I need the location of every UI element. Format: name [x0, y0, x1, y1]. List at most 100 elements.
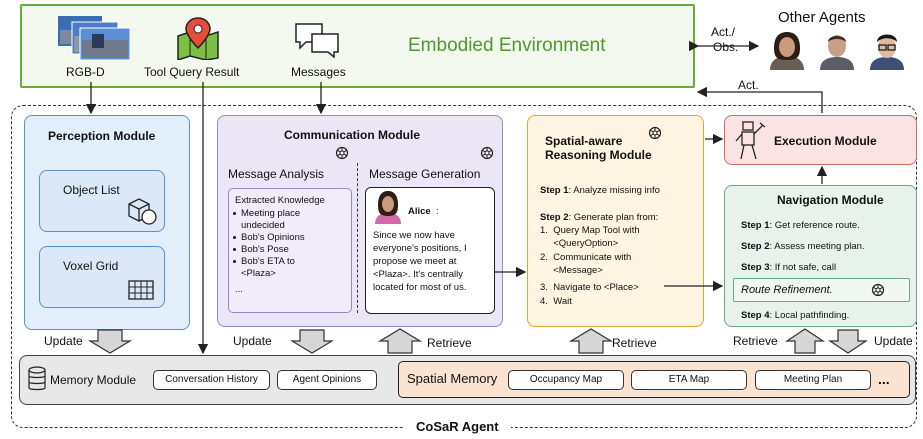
retrieve-arrow-reasoning	[568, 328, 614, 354]
speaker-name: Alice	[408, 206, 431, 217]
knowledge-item: Bob's ETA to	[241, 256, 295, 267]
agent-avatar-female	[762, 30, 812, 70]
reasoning-title-line2: Reasoning Module	[545, 148, 652, 162]
agent-opinions-item: Agent Opinions	[277, 370, 377, 390]
voxel-grid-label: Voxel Grid	[63, 259, 119, 273]
meeting-plan-item: Meeting Plan	[755, 370, 871, 390]
step-label: Step 1	[741, 220, 770, 231]
bullet-dot	[233, 260, 236, 263]
knowledge-item-cont: <Plaza>	[241, 268, 276, 279]
nav-step: Step 2: Assess meeting plan.	[741, 240, 865, 253]
execution-module	[724, 115, 917, 165]
spatial-memory-ellipsis: ...	[878, 371, 890, 387]
rgbd-image-icon	[58, 16, 131, 61]
message-generation-title: Message Generation	[369, 167, 481, 181]
message-line: <Plaza>. It's centrally	[373, 269, 463, 280]
eta-map-item: ETA Map	[631, 370, 747, 390]
plan-line: 1. Query Map Tool with	[540, 225, 640, 236]
cosar-agent-label: CoSaR Agent	[404, 419, 511, 434]
occupancy-map-item: Occupancy Map	[508, 370, 624, 390]
plan-line: 3. Navigate to <Place>	[540, 282, 639, 293]
communication-retrieve-label: Retrieve	[427, 336, 472, 350]
navigation-title: Navigation Module	[777, 193, 884, 207]
step-text: : Assess meeting plan.	[769, 241, 865, 252]
grid-icon	[128, 280, 154, 300]
rgbd-label: RGB-D	[66, 65, 105, 79]
step-label: Step 2	[540, 212, 569, 223]
map-pin-icon	[176, 16, 220, 62]
extracted-knowledge-title: Extracted Knowledge	[235, 195, 325, 206]
knowledge-item: Meeting place	[241, 208, 301, 219]
bullet-dot	[233, 212, 236, 215]
alice-avatar	[371, 190, 405, 224]
extracted-knowledge-panel	[228, 188, 352, 313]
arrow-execution-env	[696, 86, 823, 113]
bullet-dot	[233, 236, 236, 239]
embodied-environment-panel	[20, 4, 695, 88]
llm-icon	[335, 146, 349, 160]
chat-bubbles-icon	[294, 22, 340, 59]
reasoning-step2: Step 2: Generate plan from:	[540, 211, 658, 224]
agent-avatar-male	[812, 30, 862, 70]
navigation-module	[724, 185, 917, 327]
bullet-dot	[233, 248, 236, 251]
step-label: Step 3	[741, 262, 770, 273]
perception-update-label: Update	[44, 334, 83, 348]
perception-title: Perception Module	[48, 129, 156, 143]
knowledge-ellipsis: ...	[235, 284, 243, 295]
message-line: propose we meet at	[373, 256, 457, 267]
step-text: : Local pathfinding.	[769, 310, 850, 321]
conversation-history-item: Conversation History	[153, 370, 270, 390]
step-label: Step 2	[741, 241, 770, 252]
retrieve-arrow-communication	[377, 328, 423, 354]
route-refinement-label: Route Refinement.	[741, 284, 833, 296]
act-obs-label-line1: Act./	[711, 25, 736, 39]
communication-update-label: Update	[233, 334, 272, 348]
retrieve-arrow-navigation	[785, 328, 825, 354]
navigation-retrieve-label: Retrieve	[733, 334, 778, 348]
act-label: Act.	[738, 78, 759, 92]
nav-step: Step 3: If not safe, call	[741, 261, 836, 274]
plan-line: <Message>	[540, 265, 603, 276]
tool-query-result-label: Tool Query Result	[144, 65, 240, 79]
analysis-divider	[357, 163, 358, 313]
execution-title: Execution Module	[774, 134, 877, 148]
step-text: : Get reference route.	[769, 220, 860, 231]
step-label: Step 1	[540, 185, 569, 196]
llm-icon	[480, 146, 494, 160]
llm-icon	[871, 283, 885, 297]
other-agents-title: Other Agents	[778, 9, 866, 26]
update-arrow-perception	[87, 329, 133, 354]
step-text: : Generate plan from:	[568, 212, 659, 223]
llm-icon	[648, 126, 662, 140]
nav-step: Step 1: Get reference route.	[741, 219, 860, 232]
step-text: : If not safe, call	[769, 262, 837, 273]
robot-icon	[733, 119, 767, 161]
memory-title: Memory Module	[50, 373, 137, 387]
object-list-label: Object List	[63, 183, 120, 197]
step-text: : Analyze missing info	[568, 185, 660, 196]
voxel-grid-panel	[39, 246, 165, 308]
environment-title: Embodied Environment	[408, 35, 606, 56]
messages-label: Messages	[291, 65, 346, 79]
communication-title: Communication Module	[284, 128, 420, 142]
navigation-update-label: Update	[874, 334, 913, 348]
plan-line: 4. Wait	[540, 296, 572, 307]
spatial-memory-title: Spatial Memory	[407, 371, 498, 386]
message-analysis-title: Message Analysis	[228, 167, 325, 181]
reasoning-module	[527, 115, 704, 327]
plan-line: <QueryOption>	[540, 238, 619, 249]
reasoning-step1: Step 1: Analyze missing info	[540, 184, 660, 197]
message-line: Since we now have	[373, 230, 455, 241]
update-arrow-communication	[289, 329, 335, 354]
reasoning-retrieve-label: Retrieve	[612, 336, 657, 350]
message-line: everyone's positions, I	[373, 243, 467, 254]
cube-sphere-icon	[126, 196, 158, 226]
message-line: located for most of us.	[373, 282, 467, 293]
speaker-colon: :	[436, 206, 439, 217]
knowledge-item: Bob's Opinions	[241, 232, 305, 243]
agent-avatar-glasses	[862, 30, 912, 70]
step-label: Step 4	[741, 310, 770, 321]
reasoning-title-line1: Spatial-aware	[545, 134, 623, 148]
